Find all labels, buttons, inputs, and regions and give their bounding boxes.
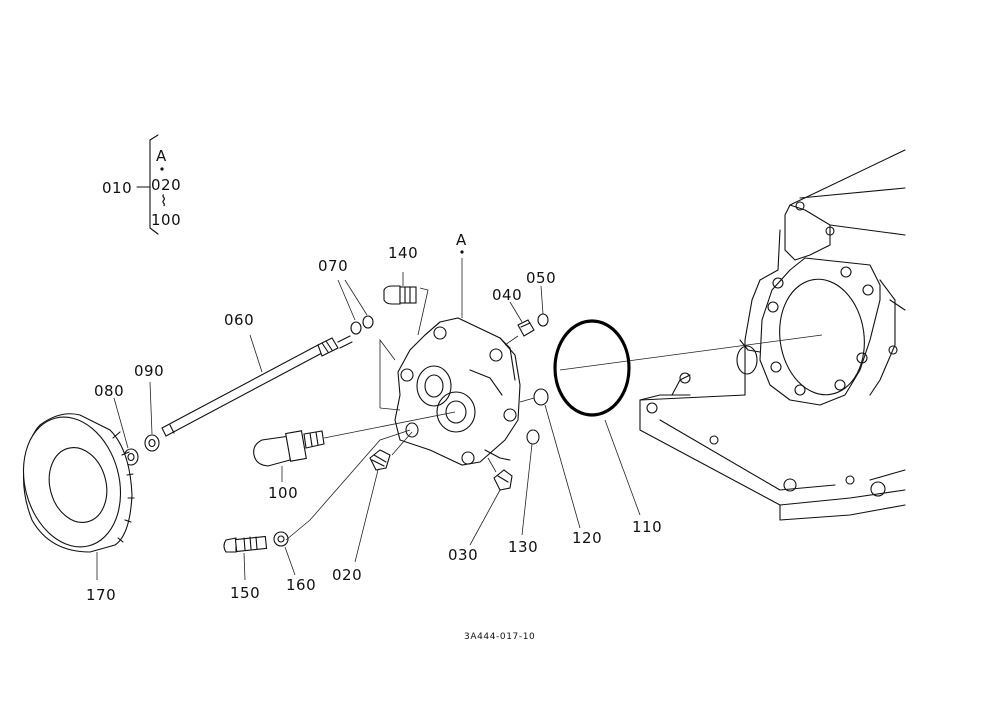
callout-120: 120 [572,529,602,547]
callout-070: 070 [318,257,348,275]
part-020-plug [369,449,391,471]
part-070-o-ring-b [362,315,374,329]
part-050-gasket [537,313,549,327]
callout-040: 040 [492,286,522,304]
callout-170: 170 [86,586,116,604]
part-160-washer [273,531,289,547]
part-140-plug-bolt [383,285,417,305]
callout-080: 080 [94,382,124,400]
callout-030: 030 [448,546,478,564]
callout-110: 110 [632,518,662,536]
housing-marker-a: A [456,231,467,249]
callout-090: 090 [134,362,164,380]
callout-150: 150 [230,584,260,602]
group-callout-010: 010 [102,179,132,197]
group-marker-a: A [156,147,167,165]
part-130-o-ring [526,429,540,445]
callout-100: 100 [268,484,298,502]
part-060-shaft [161,335,353,437]
callout-160: 160 [286,576,316,594]
group-range-tilde: ⌇ [160,192,168,210]
drawing-code: 3A444-017-10 [464,632,535,642]
part-150-bolt [223,535,268,553]
transmission-case [639,149,906,521]
part-030-plug [493,469,513,491]
part-170-cover-seal [22,413,135,553]
callout-130: 130 [508,538,538,556]
part-120-o-ring [533,388,549,406]
group-range-start: 020 [151,176,181,194]
callout-050: 050 [526,269,556,287]
part-110-large-o-ring [553,319,631,417]
part-070-o-ring-a [350,321,362,335]
assembly-group-bracket: 010 A 020 ⌇ 100 [102,134,181,235]
part-090-washer [144,434,160,452]
pump-housing [394,317,521,466]
part-100-valve [253,430,325,467]
callout-020: 020 [332,566,362,584]
group-range-end: 100 [151,211,181,229]
alignment-leader-housing-case [559,334,823,371]
callout-060: 060 [224,311,254,329]
part-040-fitting [517,319,535,337]
callout-140: 140 [388,244,418,262]
